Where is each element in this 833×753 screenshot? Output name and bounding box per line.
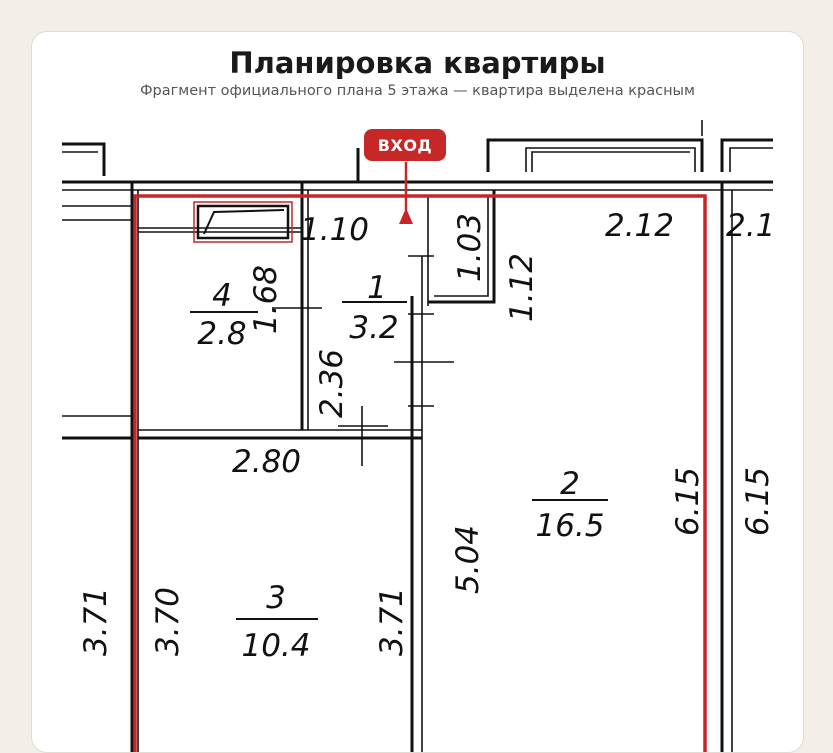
room-3-label: 3 10.4 [236,580,318,664]
dim-5-04: 5.04 [450,525,486,594]
room-1-number: 1 [367,270,387,306]
entrance-arrow [399,162,413,224]
room-3-area: 10.4 [241,628,310,664]
room-4-number: 4 [212,278,232,314]
dim-2-80: 2.80 [232,444,301,480]
floor-plan: 4 2.8 1 3.2 2 16.5 3 10.4 2.12 2.1 [62,116,773,752]
main-walls [62,180,773,752]
dim-2-12-right: 2.1 [726,208,773,244]
dim-6-15-outer: 6.15 [740,467,773,536]
upper-walls [62,120,773,182]
dim-3-71-left: 3.71 [78,587,114,656]
dim-1-12: 1.12 [504,253,540,322]
room-4-label: 4 2.8 [190,278,258,352]
room-4-area: 2.8 [197,316,246,352]
page-subtitle: Фрагмент официального плана 5 этажа — кв… [140,83,695,99]
floor-plan-drawing: 4 2.8 1 3.2 2 16.5 3 10.4 2.12 2.1 [62,120,773,752]
room-1-label: 1 3.2 [342,270,407,346]
plan-card: Планировка квартиры Фрагмент официальног… [31,31,804,753]
dim-1-03: 1.03 [452,213,488,282]
dim-2-12-left: 2.12 [605,208,674,244]
entrance-badge: ВХОД [364,129,446,161]
dim-2-36: 2.36 [314,349,350,418]
room-1-area: 3.2 [349,310,398,346]
room-2-label: 2 16.5 [532,466,608,544]
apartment-outline [133,194,707,752]
dim-3-70: 3.70 [150,587,186,656]
dim-1-10: 1.10 [300,212,369,248]
page-title: Планировка квартиры [229,46,606,80]
window-symbol [193,201,293,243]
room-2-number: 2 [560,466,580,502]
room-2-area: 16.5 [535,508,604,544]
dim-1-68: 1.68 [248,265,284,334]
dim-6-15-inner: 6.15 [670,467,706,536]
dim-3-71-right: 3.71 [374,587,410,656]
room-3-number: 3 [266,580,286,616]
